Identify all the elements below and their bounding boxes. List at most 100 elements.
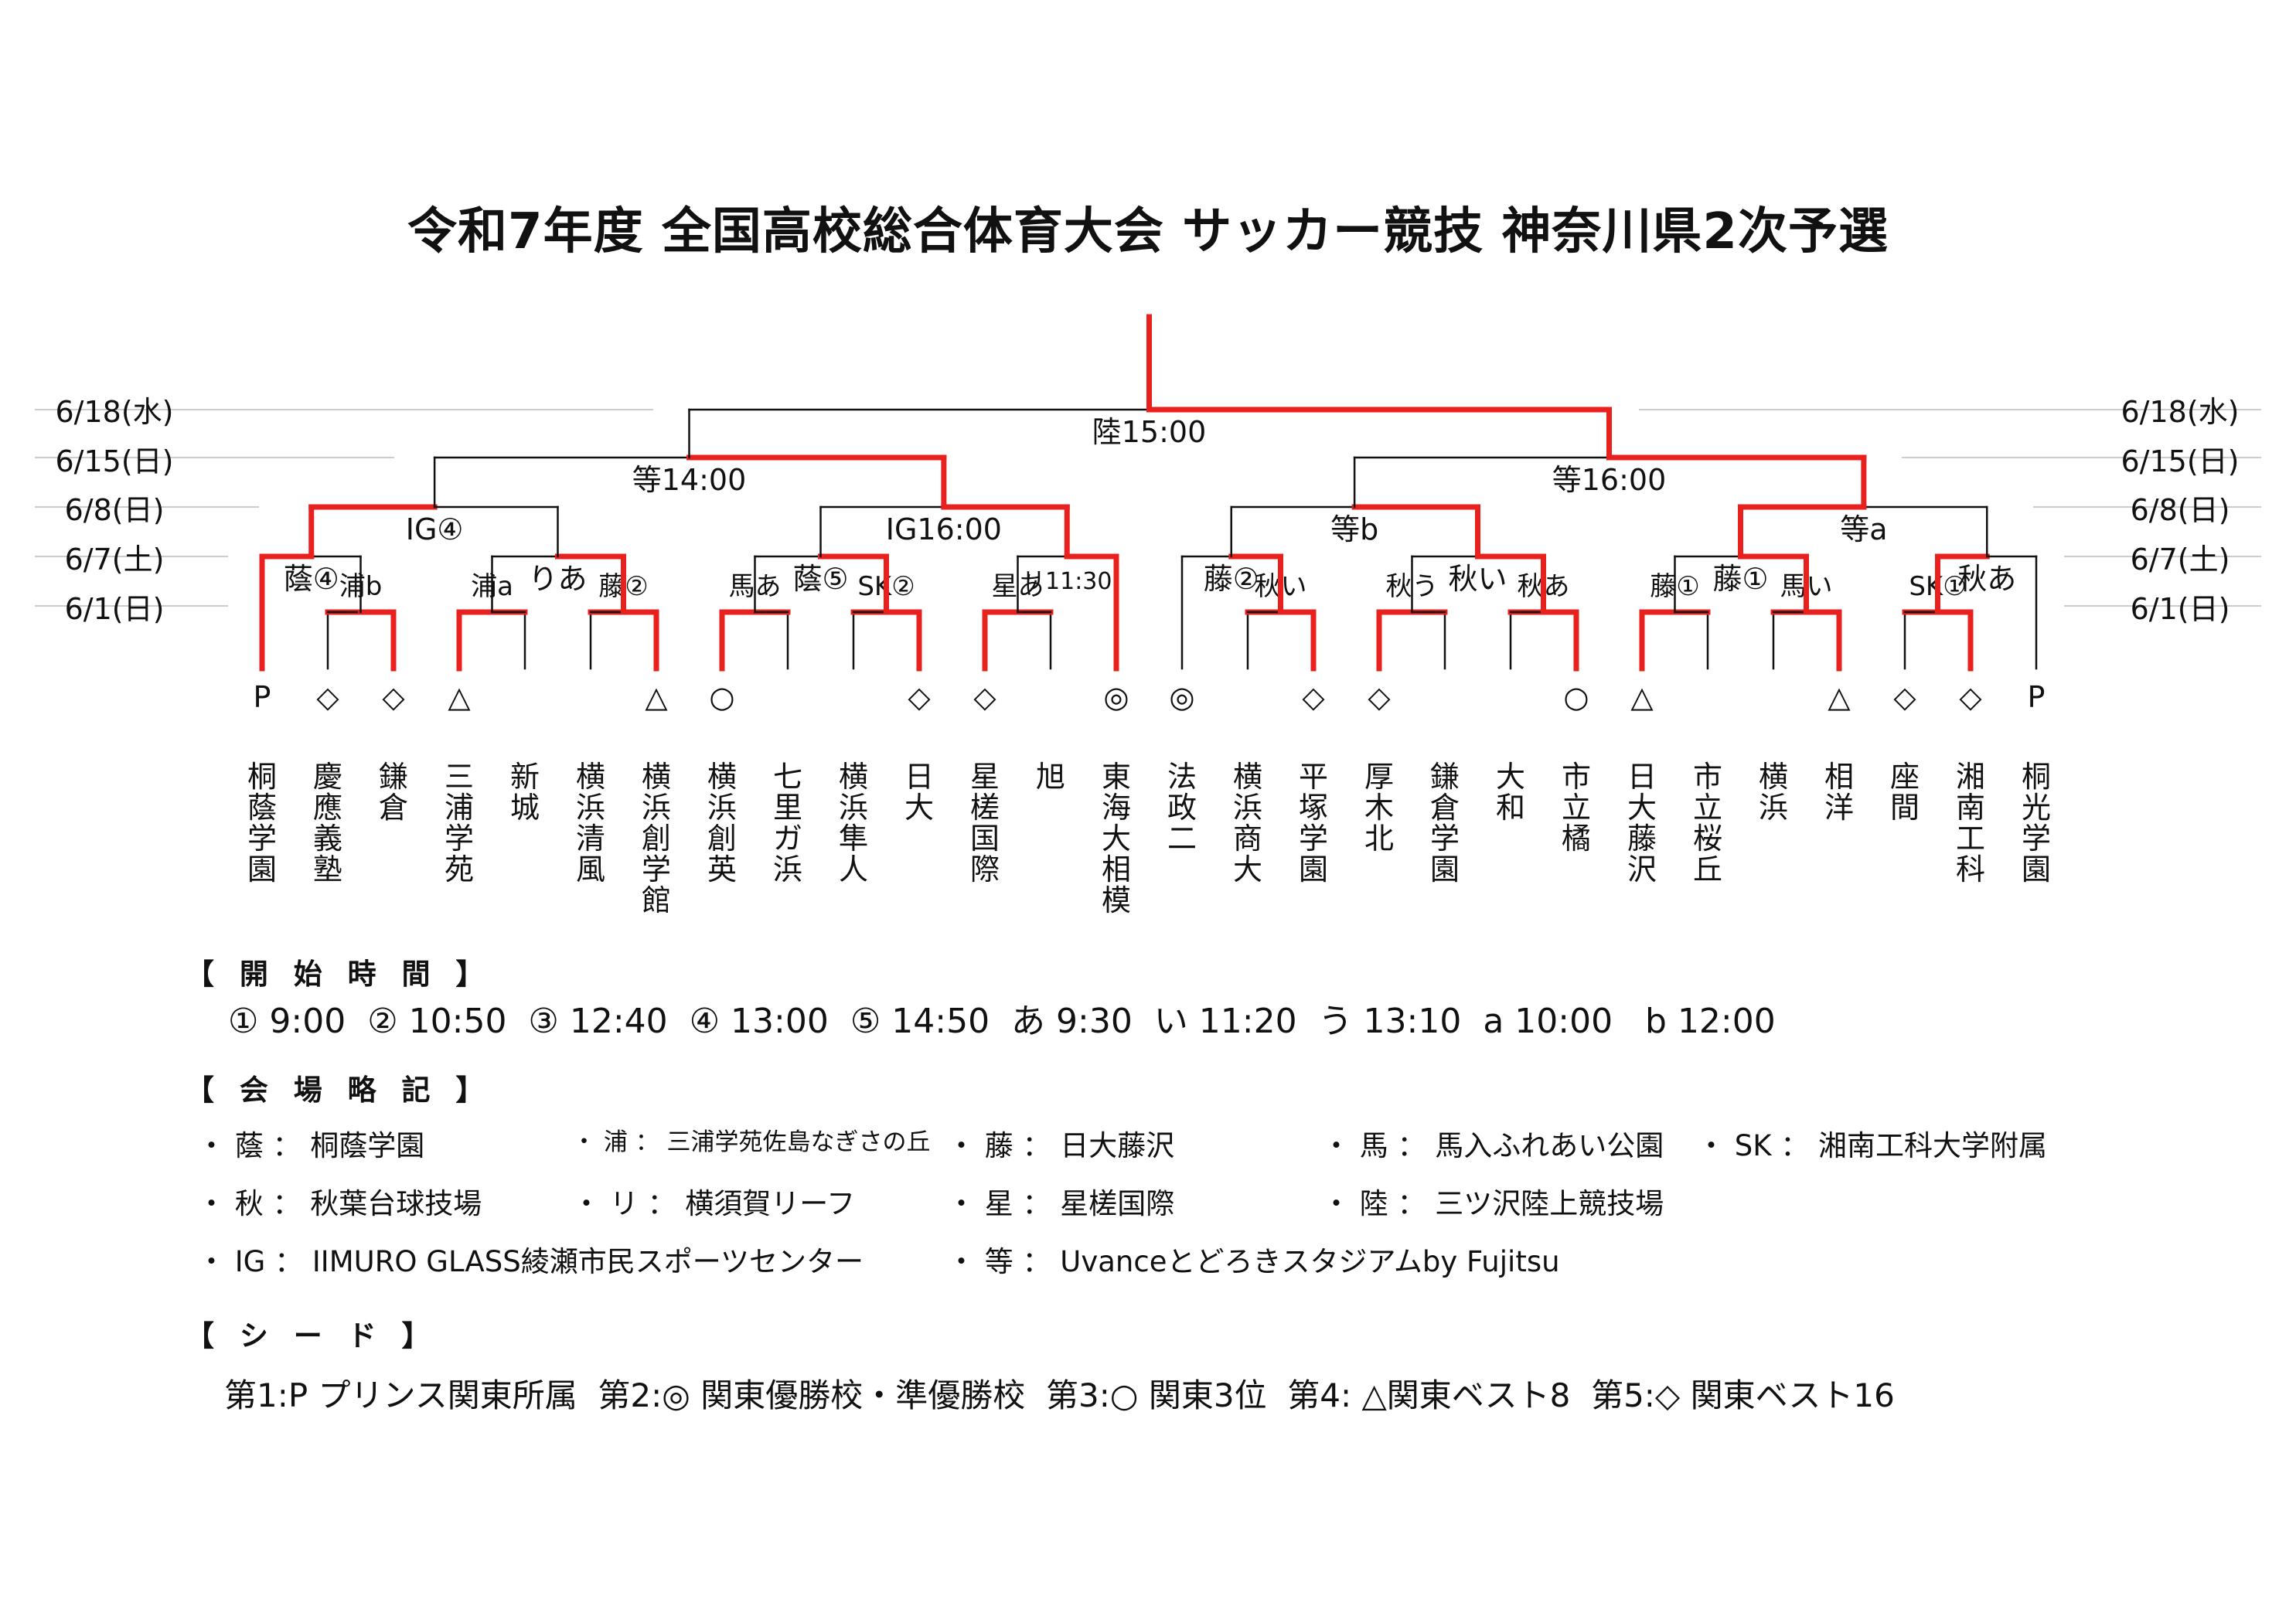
- team-name-char: 倉: [379, 791, 408, 825]
- team-name-char: 浜: [576, 791, 605, 825]
- match-venue-label: 等a: [1840, 512, 1887, 546]
- team-name-char: 桜: [1693, 822, 1722, 856]
- seed-mark: △: [645, 680, 668, 714]
- team-name-char: 園: [2022, 852, 2051, 886]
- team-name-char: 横: [576, 760, 605, 794]
- team-name-char: 光: [2022, 791, 2051, 825]
- team-name-char: 城: [510, 791, 540, 825]
- team-name-char: 清: [576, 822, 605, 856]
- team-name-char: 大: [904, 791, 934, 825]
- seed-mark: ◇: [1368, 680, 1391, 714]
- seed-mark: ◇: [382, 680, 405, 714]
- venue-legend-item: ・ 秋 ： 秋葉台球技場: [197, 1187, 482, 1220]
- team-name-char: 園: [1299, 852, 1328, 886]
- venue-legend-item: ・ リ ： 横須賀リーフ: [572, 1187, 856, 1220]
- venue-legend-item: ・ SK ： 湘南工科大学附属: [1697, 1129, 2048, 1162]
- team-name-char: 二: [1167, 822, 1197, 856]
- match-venue-label: 藤①: [1712, 562, 1768, 596]
- seed-mark: ◎: [1169, 680, 1194, 714]
- team-name-char: 厚: [1364, 760, 1394, 794]
- team-name-char: 和: [1496, 791, 1525, 825]
- seed-mark: ◇: [973, 680, 996, 714]
- seed-mark: P: [254, 680, 271, 714]
- venue-legend-heading: 【 会 場 略 記 】: [186, 1073, 492, 1107]
- team-name-char: 塾: [313, 852, 342, 886]
- team-name-char: 七: [773, 760, 802, 794]
- team-name-char: 浦: [445, 791, 474, 825]
- team-name-char: 木: [1364, 791, 1394, 825]
- team-name-char: 浜: [839, 791, 868, 825]
- team-name-char: 園: [1430, 852, 1460, 886]
- team-name-char: 浜: [1233, 791, 1262, 825]
- match-venue-label: 陸15:00: [1092, 415, 1207, 449]
- round-date-left: 6/1(日): [65, 592, 165, 626]
- team-name-char: 槎: [970, 791, 1000, 825]
- team-name-char: 座: [1890, 760, 1920, 794]
- team-name-char: 市: [1693, 760, 1722, 794]
- seed-mark: ◇: [1893, 680, 1916, 714]
- team-name-char: 学: [2022, 822, 2051, 856]
- match-venue-label: 蔭④: [284, 562, 339, 596]
- tournament-bracket: 6/18(水)6/15(日)6/8(日)6/7(土)6/1(日)6/18(水)6…: [35, 314, 2261, 917]
- match-venue-label: IG16:00: [886, 512, 1002, 546]
- team-name-char: 国: [970, 822, 1000, 856]
- team-name-char: 東: [1102, 760, 1131, 794]
- team-name-char: 科: [1956, 852, 1985, 886]
- team-name-char: 立: [1693, 791, 1722, 825]
- team-name-char: 北: [1364, 822, 1394, 856]
- round-date-right: 6/18(水): [2121, 395, 2240, 429]
- round-date-left: 6/15(日): [56, 444, 174, 478]
- start-times-list: ① 9:00 ② 10:50 ③ 12:40 ④ 13:00 ⑤ 14:50 あ…: [228, 1002, 1776, 1041]
- venue-legend-item: ・ 藤 ： 日大藤沢: [947, 1129, 1175, 1162]
- round-date-left: 6/8(日): [65, 493, 165, 527]
- team-name-char: ガ: [773, 822, 802, 856]
- team-name-char: 海: [1102, 791, 1131, 825]
- team-name-char: 新: [510, 760, 540, 794]
- team-name-char: 苑: [445, 852, 474, 886]
- seed-mark: P: [2028, 680, 2046, 714]
- team-name-char: 横: [707, 760, 737, 794]
- round-date-right: 6/15(日): [2121, 444, 2240, 478]
- seed-mark: △: [1630, 680, 1654, 714]
- match-venue-label: 秋あ: [1957, 562, 2016, 596]
- seed-mark: ○: [1563, 680, 1589, 714]
- team-name-char: 浜: [642, 791, 671, 825]
- team-name-char: 横: [839, 760, 868, 794]
- match-venue-label: 藤②: [1204, 562, 1259, 596]
- seed-mark: ◇: [1302, 680, 1325, 714]
- team-name-char: 法: [1167, 760, 1197, 794]
- team-name-char: 隼: [839, 822, 868, 856]
- seed-mark: ○: [709, 680, 734, 714]
- team-name-char: 工: [1956, 822, 1985, 856]
- team-name-char: 蔭: [247, 791, 277, 825]
- team-name-char: 学: [247, 822, 277, 856]
- team-name-char: 浜: [707, 791, 737, 825]
- team-name-char: 創: [707, 822, 737, 856]
- team-name-char: 橘: [1562, 822, 1591, 856]
- match-venue-label: 等14:00: [632, 463, 747, 497]
- match-venue-label: リ11:30: [1022, 568, 1112, 595]
- team-name-char: 学: [642, 852, 671, 886]
- team-name-char: 大: [1102, 822, 1131, 856]
- team-name-char: 洋: [1824, 791, 1854, 825]
- venue-legend-item: ・ 浦 ： 三浦学苑佐島なぎさの丘: [572, 1128, 931, 1156]
- team-name-char: 倉: [1430, 791, 1460, 825]
- team-name-char: 人: [839, 852, 868, 886]
- team-name-char: 三: [445, 760, 474, 794]
- team-name-char: 浜: [773, 852, 802, 886]
- team-name-char: 沢: [1627, 852, 1657, 886]
- round-date-left: 6/18(水): [56, 395, 174, 429]
- team-name-char: 商: [1233, 822, 1262, 856]
- team-name-char: 間: [1890, 791, 1920, 825]
- seed-mark: ◇: [1959, 680, 1982, 714]
- team-name-char: 学: [1430, 822, 1460, 856]
- team-name-char: 塚: [1299, 791, 1328, 825]
- seed-mark: ◇: [316, 680, 339, 714]
- team-name-char: 学: [1299, 822, 1328, 856]
- team-name-char: 應: [313, 791, 342, 825]
- team-name-char: 鎌: [1430, 760, 1460, 794]
- team-name-char: 平: [1299, 760, 1328, 794]
- team-name-char: 横: [1233, 760, 1262, 794]
- team-name-char: 際: [970, 852, 1000, 886]
- team-name-char: 慶: [313, 760, 342, 794]
